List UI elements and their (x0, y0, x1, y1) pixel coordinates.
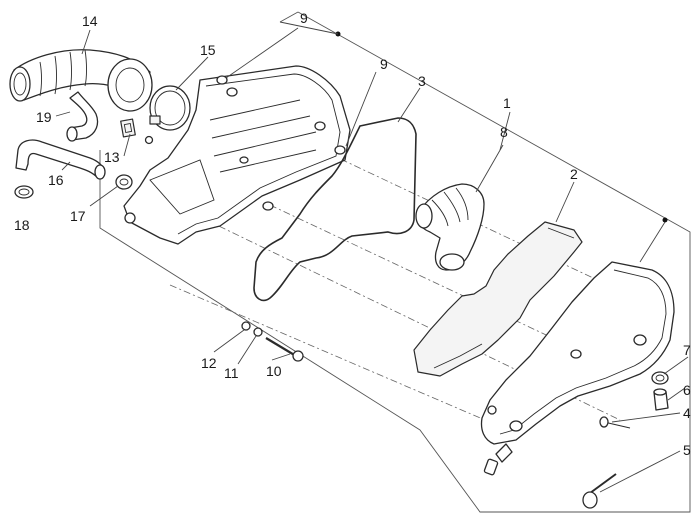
locator-dot (662, 217, 668, 223)
leader-lines (55, 21, 689, 493)
flat-washer-part (241, 321, 251, 331)
clip-part (120, 118, 154, 145)
callout-labels: 1 2 3 4 5 6 7 8 9 9 10 11 12 13 14 15 16… (14, 10, 691, 458)
callout-10: 10 (266, 363, 282, 379)
elbow-hose-part (66, 91, 99, 142)
assembly-frame (99, 11, 691, 513)
callout-2: 2 (570, 166, 578, 182)
callout-16: 16 (48, 172, 64, 188)
callout-17: 17 (70, 208, 86, 224)
gasket-part (253, 117, 417, 302)
washer-parts (216, 75, 346, 155)
callout-18: 18 (14, 217, 30, 233)
drain-clamp-part (651, 371, 669, 385)
intake-boot-part (415, 183, 485, 271)
callout-11: 11 (224, 365, 239, 381)
airbox-cover-part (480, 261, 675, 476)
callout-6: 6 (683, 382, 691, 398)
band-clamp-part (149, 85, 191, 131)
callout-19: 19 (36, 109, 52, 125)
callout-4: 4 (683, 405, 691, 421)
callout-15: 15 (200, 42, 216, 58)
callout-12: 12 (201, 355, 217, 371)
intake-duct-part (9, 49, 153, 112)
callout-9-gasket: 9 (380, 56, 388, 72)
hose-part (15, 139, 106, 180)
callout-5: 5 (683, 442, 691, 458)
spring-washer-part (253, 327, 263, 337)
filter-element-part (413, 221, 583, 377)
callout-1: 1 (503, 95, 511, 111)
long-screw-part (265, 337, 304, 362)
callout-8: 8 (500, 124, 508, 140)
screw-part (599, 416, 631, 429)
bolt-part (582, 473, 617, 509)
callout-13: 13 (104, 149, 120, 165)
callout-14: 14 (82, 13, 98, 29)
callout-3: 3 (418, 73, 426, 89)
callout-9-top: 9 (300, 10, 308, 26)
small-clamp-part (115, 174, 133, 190)
drain-cap-part (653, 388, 669, 411)
hose-clamp-part (14, 185, 34, 199)
airbox-housing-part (123, 65, 351, 245)
callout-7: 7 (683, 342, 691, 358)
